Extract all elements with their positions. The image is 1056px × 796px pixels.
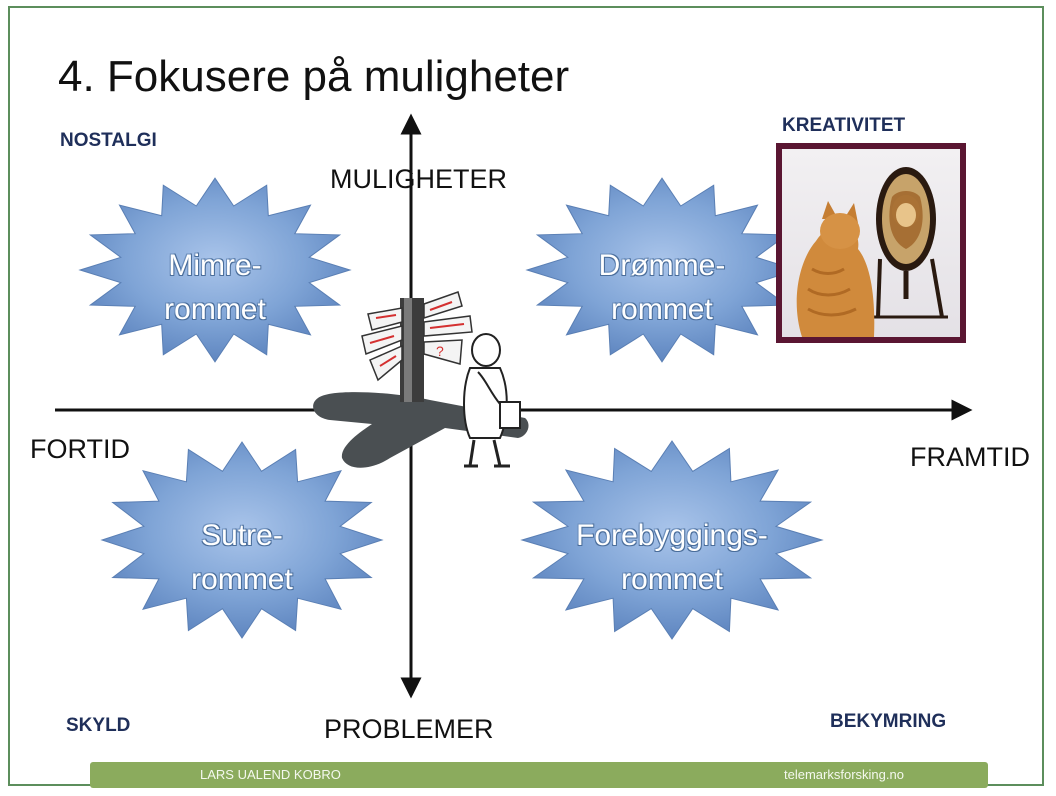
burst-mimre: [78, 177, 352, 363]
slide-title: 4. Fokusere på muligheter: [58, 52, 570, 101]
signpost-figure-icon: ?: [313, 291, 529, 468]
quadrant-label-sutre: Sutre- rommet: [162, 514, 322, 602]
burst-dromme: [525, 177, 799, 363]
corner-label-nostalgi: NOSTALGI: [60, 130, 157, 151]
quadrant-label-mimre: Mimre- rommet: [135, 244, 295, 332]
quadrant-label-forebyggings-line2: rommet: [621, 563, 723, 596]
corner-label-bekymring: BEKYMRING: [830, 711, 947, 732]
quadrant-label-sutre-line1: Sutre-: [201, 519, 283, 552]
quadrant-label-dromme: Drømme- rommet: [577, 244, 747, 332]
axis-label-framtid: FRAMTID: [910, 442, 1030, 472]
quadrant-label-forebyggings: Forebyggings- rommet: [552, 514, 792, 602]
corner-label-skyld: SKYLD: [66, 715, 131, 736]
corner-label-kreativitet: KREATIVITET: [782, 115, 906, 136]
quadrant-label-sutre-line2: rommet: [191, 563, 293, 596]
quadrant-label-dromme-line1: Drømme-: [598, 249, 726, 282]
cat-mirror-lion-image: [776, 143, 966, 343]
svg-text:?: ?: [436, 343, 444, 359]
quadrant-label-mimre-line1: Mimre-: [168, 249, 262, 282]
footer-author: LARS UALEND KOBRO: [200, 767, 341, 782]
axis-label-fortid: FORTID: [30, 434, 130, 464]
burst-sutre: [100, 441, 384, 639]
footer-website: telemarksforsking.no: [784, 767, 904, 782]
quadrant-label-dromme-line2: rommet: [611, 293, 713, 326]
axis-label-problemer: PROBLEMER: [324, 714, 494, 744]
quadrant-label-mimre-line2: rommet: [164, 293, 266, 326]
footer-bar: LARS UALEND KOBRO telemarksforsking.no: [90, 762, 988, 788]
quadrant-label-forebyggings-line1: Forebyggings-: [576, 519, 768, 552]
burst-forebyggings: [520, 440, 824, 640]
axis-label-muligheter: MULIGHETER: [330, 164, 508, 194]
